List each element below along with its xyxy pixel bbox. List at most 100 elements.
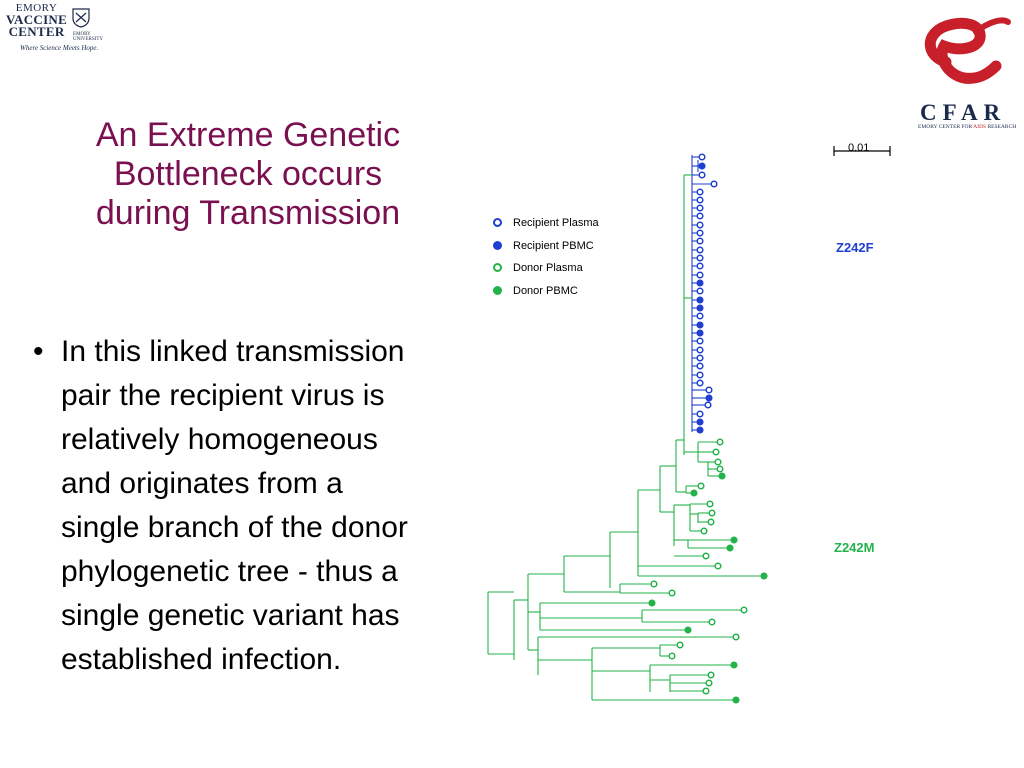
cfar-sub-suffix: RESEARCH [986, 124, 1017, 130]
tree-tip [702, 552, 710, 560]
tree-tip [696, 204, 704, 212]
tree-tip [668, 652, 676, 660]
emory-university-label: EMORY UNIVERSITY [73, 32, 103, 42]
tree-tip [696, 418, 704, 426]
emory-tagline: Where Science Meets Hope. [20, 44, 99, 52]
tree-tip [696, 279, 704, 287]
tree-tip [732, 633, 740, 641]
tree-tip [696, 304, 704, 312]
tree-tip [732, 696, 740, 704]
cfar-logo: CFAR EMORY CENTER FOR AIDS RESEARCH [916, 16, 1020, 132]
legend-marker-donor-pbmc [493, 285, 502, 295]
tree-tip [696, 188, 704, 196]
clade-label-recipient: Z242F [836, 240, 874, 255]
cfar-ribbon-icon [924, 17, 1011, 84]
legend-label: Donor PBMC [513, 284, 578, 297]
tree-tip [714, 458, 722, 466]
tree-tip [668, 589, 676, 597]
bullet-line: relatively homogeneous [61, 423, 378, 456]
bullet-symbol: • [33, 335, 44, 368]
cfar-sub-aids: AIDS [973, 124, 987, 130]
tree-tip [708, 509, 716, 517]
emory-logo-line3: CENTER [8, 23, 65, 39]
tree-tip [698, 162, 706, 170]
tree-tip [696, 229, 704, 237]
tree-tip [705, 394, 713, 402]
tree-tip [712, 448, 720, 456]
tree-tip [696, 246, 704, 254]
legend-label: Recipient PBMC [513, 239, 594, 252]
emory-logo-line2: VACCINE [6, 11, 68, 27]
tree-tip [698, 171, 706, 179]
legend-marker-recipient-pbmc [493, 240, 502, 250]
tree-tip [696, 287, 704, 295]
tree-tip [708, 618, 716, 626]
bullet-line: single genetic variant has [61, 599, 400, 632]
legend-marker-recipient-plasma [493, 218, 502, 227]
tree-tip [696, 346, 704, 354]
tree-tip [700, 527, 708, 535]
tree-tip [696, 426, 704, 434]
bullet-line: phylogenetic tree - thus a [61, 555, 398, 588]
tree-tip [696, 354, 704, 362]
tree-tip [714, 562, 722, 570]
title-line-2: Bottleneck occurs [113, 155, 383, 193]
tree-tip [706, 500, 714, 508]
tree-tip [696, 196, 704, 204]
tree-tip [716, 465, 724, 473]
legend-marker-donor-plasma [493, 263, 502, 272]
tree-branches [487, 155, 761, 701]
tree-tip [676, 641, 684, 649]
tree-tip [650, 580, 658, 588]
emory-logo-line1: EMORY [15, 2, 58, 14]
title-line-1: An Extreme Genetic [95, 116, 401, 154]
emory-vaccine-center-logo: EMORY VACCINE CENTER EMORY UNIVERSITY Wh… [6, 2, 106, 54]
tree-tip [696, 237, 704, 245]
tree-tip [690, 489, 698, 497]
tree-tip [702, 687, 710, 695]
tree-tip [697, 482, 705, 490]
scale-bar [833, 146, 891, 156]
tree-tip [696, 329, 704, 337]
tree-tip [696, 221, 704, 229]
tree-tip [696, 271, 704, 279]
tree-tip [696, 212, 704, 220]
tree-tip [707, 671, 715, 679]
cfar-sub-prefix: EMORY CENTER FOR [918, 124, 974, 130]
clade-label-donor: Z242M [834, 540, 875, 555]
emory-shield-icon [72, 8, 90, 28]
title-line-3: during Transmission [95, 194, 401, 232]
tree-tip [696, 410, 704, 418]
tree-tip [696, 254, 704, 262]
bullet-line: In this linked transmission [61, 335, 405, 368]
tree-tip [730, 661, 738, 669]
legend-label: Donor Plasma [513, 262, 583, 274]
tree-tip [716, 438, 724, 446]
tree-tip [704, 401, 712, 409]
tree-tip [696, 321, 704, 329]
legend-label: Recipient Plasma [513, 217, 599, 229]
tree-tip [698, 153, 706, 161]
cfar-subtitle: EMORY CENTER FOR AIDS RESEARCH [918, 124, 1016, 130]
bullet-line: and originates from a [61, 467, 343, 500]
tree-tip [705, 679, 713, 687]
tree-tips [648, 153, 768, 704]
tree-tip [696, 337, 704, 345]
tree-tip [648, 599, 656, 607]
tree-tip [730, 536, 738, 544]
bullet-text: In this linked transmission pair the rec… [61, 330, 503, 682]
tree-tip [696, 362, 704, 370]
tree-tip [696, 312, 704, 320]
tree-tip [710, 180, 718, 188]
tree-tip [760, 572, 768, 580]
slide-title: An Extreme Genetic Bottleneck occurs dur… [48, 116, 448, 233]
scale-bar-label: 0.01 [848, 142, 870, 154]
tree-tip [707, 518, 715, 526]
tree-tip [705, 386, 713, 394]
tree-tip [696, 296, 704, 304]
tree-tip [726, 544, 734, 552]
tree-tip [684, 626, 692, 634]
cfar-letters: CFAR [920, 100, 1007, 125]
bullet-line: single branch of the donor [61, 511, 408, 544]
